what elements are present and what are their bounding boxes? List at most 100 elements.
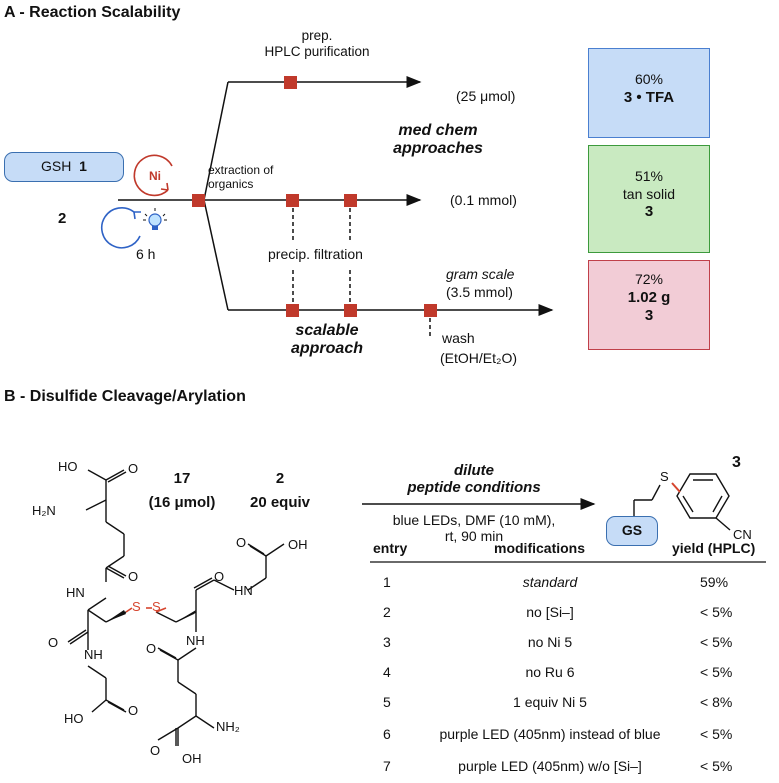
atom-o: O <box>128 461 139 476</box>
row-entry: 1 <box>383 574 391 590</box>
atom-nh: NH <box>84 647 103 662</box>
row-modification: 1 equiv Ni 5 <box>513 694 587 710</box>
row-modification: purple LED (405nm) instead of blue <box>439 726 661 742</box>
result-mid-compound: 3 <box>644 203 654 220</box>
branch-line <box>203 81 229 201</box>
row-yield: < 5% <box>700 664 733 680</box>
wedge-2 <box>176 610 196 622</box>
result-bottom-yield: 72% <box>634 271 664 287</box>
ni-cycle-icon <box>133 154 173 197</box>
node-hplc <box>284 76 297 89</box>
wash-label: wash <box>442 330 475 346</box>
atom-ho2: HO <box>64 711 84 726</box>
scale-top: (25 μmol) <box>456 88 516 104</box>
atom-o5: O <box>214 569 225 584</box>
row-yield: < 5% <box>700 604 733 620</box>
table-row: 3 no Ni 5 < 5% <box>0 634 779 656</box>
gs-pill: GS <box>606 516 658 546</box>
conditions-text: blue LEDs, DMF (10 mM), rt, 90 min <box>392 512 556 545</box>
result-box-bottom: 72% 1.02 g 3 <box>588 260 710 350</box>
result-top-product: 3 • TFA <box>623 88 675 106</box>
row-yield: 59% <box>700 574 729 590</box>
row-modification: purple LED (405nm) w/o [Si–] <box>458 758 642 774</box>
result-mid-desc: tan solid <box>622 185 676 202</box>
reagent-number: 2 <box>58 210 67 227</box>
row-modification: no [Si–] <box>526 604 574 620</box>
table-row: 2 no [Si–] < 5% <box>0 604 779 626</box>
reagent-17-num: 17 <box>173 470 191 487</box>
section-b-title: B - Disulfide Cleavage/Arylation <box>4 388 246 405</box>
reaction-time: 6 h <box>136 246 156 262</box>
prep-hplc-label: prep. HPLC purification <box>264 28 370 59</box>
node-bot-2 <box>344 304 357 317</box>
branch-line-lower <box>203 199 229 311</box>
row-entry: 4 <box>383 664 391 680</box>
section-a-title: A - Reaction Scalability <box>4 4 181 21</box>
row-entry: 3 <box>383 634 391 650</box>
row-modification: no Ni 5 <box>527 634 573 650</box>
node-mid-1 <box>286 194 299 207</box>
scale-mid: (0.1 mmol) <box>450 192 517 208</box>
product-number: 3 <box>732 454 741 471</box>
atom-h2n: H₂N <box>32 503 56 518</box>
result-bottom-compound: 3 <box>644 307 654 325</box>
ni-label: Ni <box>149 169 161 183</box>
wedge-1 <box>106 610 126 622</box>
header-entry: entry <box>373 540 408 556</box>
row-entry: 2 <box>383 604 391 620</box>
result-box-top: 60% 3 • TFA <box>588 48 710 138</box>
atom-s1: S <box>132 599 141 614</box>
result-bottom-mass: 1.02 g <box>627 288 671 306</box>
table-row: 5 1 equiv Ni 5 < 8% <box>0 694 779 716</box>
table-row: 6 purple LED (405nm) instead of blue < 5% <box>0 726 779 748</box>
row-yield: < 8% <box>700 694 733 710</box>
atom-o4: O <box>128 703 139 718</box>
lightbulb-icon <box>143 208 167 230</box>
conditions-title: dilute peptide conditions <box>407 462 541 497</box>
table-header: entry modifications yield (HPLC) <box>0 540 779 562</box>
atom-o3: O <box>48 635 59 650</box>
atom-o7: O <box>146 641 157 656</box>
reagent-2-amount: 20 equiv <box>249 494 311 511</box>
node-bot-3 <box>424 304 437 317</box>
row-entry: 5 <box>383 694 391 710</box>
atom-hn: HN <box>66 585 85 600</box>
row-yield: < 5% <box>700 726 733 742</box>
gsh-label: GSH <box>41 158 72 174</box>
row-entry: 6 <box>383 726 391 742</box>
result-top-yield: 60% <box>634 71 664 87</box>
product-s-atom: S <box>660 469 669 484</box>
header-yield: yield (HPLC) <box>672 540 756 556</box>
result-mid-yield: 51% <box>634 168 664 184</box>
row-entry: 7 <box>383 758 391 774</box>
atom-oh4: OH <box>182 751 202 766</box>
node-branch <box>192 194 205 207</box>
header-modifications: modifications <box>494 540 586 556</box>
gram-scale-label: gram scale <box>446 266 515 282</box>
reagent-17-amount: (16 μmol) <box>148 494 216 511</box>
atom-ho: HO <box>58 459 78 474</box>
product-cn: CN <box>733 527 752 542</box>
atom-o8: O <box>150 743 161 758</box>
precip-label: precip. filtration <box>268 246 363 262</box>
atom-o6: O <box>236 535 247 550</box>
gsh-number: 1 <box>79 158 87 174</box>
atom-nh3: NH₂ <box>216 719 240 734</box>
atom-hn2: HN <box>234 583 253 598</box>
gsh-pill: GSH 1 <box>4 152 124 182</box>
reagent-2-num: 2 <box>275 470 285 487</box>
node-bot-1 <box>286 304 299 317</box>
table-row: 4 no Ru 6 < 5% <box>0 664 779 686</box>
atom-o2: O <box>128 569 139 584</box>
med-chem-label: med chem approaches <box>393 122 483 158</box>
atom-oh: OH <box>288 537 308 552</box>
scale-bottom: (3.5 mmol) <box>446 284 513 300</box>
result-box-mid: 51% tan solid 3 <box>588 145 710 253</box>
atom-nh2: NH <box>186 633 205 648</box>
row-yield: < 5% <box>700 634 733 650</box>
row-modification: no Ru 6 <box>525 664 575 680</box>
wash-solvent: (EtOH/Et₂O) <box>440 350 517 366</box>
